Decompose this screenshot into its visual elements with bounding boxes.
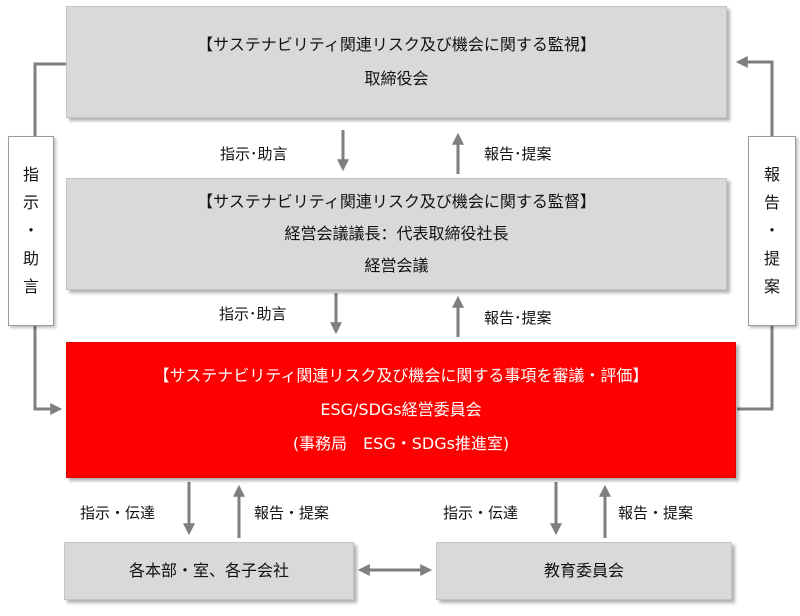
label-bl-down: 指示・伝達	[80, 504, 156, 522]
left-char-5: 言	[22, 277, 39, 296]
right-char-3: ・	[763, 221, 780, 240]
label-br-up: 報告・提案	[618, 504, 694, 522]
committee-name: ESG/SDGs経営委員会	[320, 400, 482, 419]
label-br-down: 指示・伝達	[443, 504, 519, 522]
left-char-2: 示	[22, 193, 39, 212]
label-top-down: 指示･助言	[220, 145, 288, 163]
left-char-4: 助	[22, 249, 39, 268]
esg-committee-box: 【サステナビリティ関連リスク及び機会に関する事項を審議・評価】 ESG/SDGs…	[66, 342, 736, 478]
divisions-subsidiaries-box: 各本部・室、各子会社	[64, 542, 354, 600]
left-char-1: 指	[22, 165, 39, 184]
right-char-1: 報	[763, 165, 780, 184]
label-mid-down: 指示･助言	[219, 305, 287, 323]
right-char-2: 告	[763, 193, 780, 212]
board-monitoring-box: 【サステナビリティ関連リスク及び機会に関する監視】 取締役会	[66, 6, 727, 118]
committee-secretariat: (事務局 ESG・SDGs推進室)	[292, 434, 510, 453]
management-chair: 経営会議議長：代表取締役社長	[284, 224, 509, 243]
right-char-4: 提	[763, 249, 780, 268]
management-supervision-box: 【サステナビリティ関連リスク及び機会に関する監督】 経営会議議長：代表取締役社長…	[66, 178, 727, 290]
board-heading: 【サステナビリティ関連リスク及び機会に関する監視】	[197, 35, 596, 54]
education-committee-box: 教育委員会	[436, 542, 732, 600]
management-heading: 【サステナビリティ関連リスク及び機会に関する監督】	[197, 192, 596, 211]
left-side-instruction-box: 指 示 ・ 助 言	[8, 136, 54, 326]
right-side-report-box: 報 告 ・ 提 案	[748, 136, 796, 326]
board-name: 取締役会	[364, 69, 429, 88]
label-mid-up: 報告･提案	[484, 309, 552, 327]
committee-heading: 【サステナビリティ関連リスク及び機会に関する事項を審議・評価】	[153, 366, 649, 385]
label-bl-up: 報告・提案	[254, 504, 330, 522]
management-name: 経営会議	[364, 256, 429, 275]
right-char-5: 案	[763, 277, 780, 296]
label-top-up: 報告･提案	[484, 145, 552, 163]
divisions-label: 各本部・室、各子会社	[128, 561, 289, 580]
left-char-3: ・	[22, 221, 39, 240]
education-label: 教育委員会	[543, 561, 624, 580]
